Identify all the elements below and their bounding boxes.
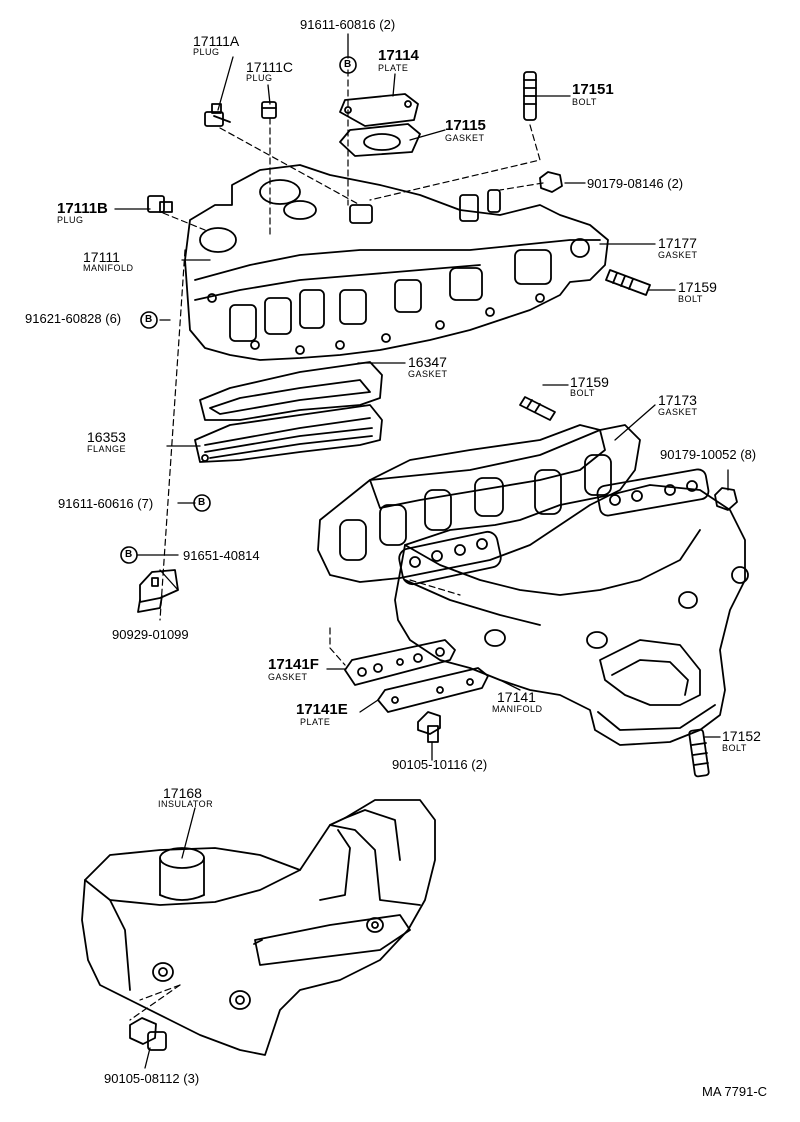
b-marker-91611-60616: B (198, 497, 206, 508)
label-17168-name: INSULATOR (158, 799, 214, 809)
exhaust-manifold-17141 (369, 424, 749, 746)
label-90929-01099: 90929-01099 (112, 627, 189, 642)
label-91611-60616: 91611-60616 (7) (58, 496, 154, 511)
label-90179-10052: 90179-10052 (8) (660, 447, 757, 462)
flange-16353 (194, 404, 383, 463)
label-17159-lower-number: 17159 (570, 374, 609, 390)
plate-17114 (339, 93, 419, 127)
label-17151-name: BOLT (572, 97, 597, 107)
label-17111-number: 17111 (83, 249, 120, 265)
label-17173-number: 17173 (658, 392, 697, 408)
bolt-17159-upper (605, 269, 651, 296)
diagram-ref-code: MA 7791-C (702, 1084, 768, 1099)
label-17177-name: GASKET (658, 250, 698, 260)
label-17168-number: 17168 (163, 785, 202, 801)
gasket-17115 (339, 123, 421, 157)
label-17159-lower-name: BOLT (570, 388, 595, 398)
b-marker-91611-60816: B (344, 59, 352, 70)
b-marker-91621: B (145, 314, 153, 325)
label-91651-40814: 91651-40814 (183, 548, 260, 563)
label-17115-number: 17115 (445, 117, 486, 134)
label-17141F-number: 17141F (268, 656, 319, 673)
bolt-17152 (688, 728, 710, 778)
label-17141F-name: GASKET (268, 672, 308, 682)
plug-17111B (147, 195, 173, 213)
label-17159-upper-number: 17159 (678, 279, 717, 295)
b-marker-circles (120, 56, 357, 564)
label-90179-08146: 90179-08146 (2) (587, 176, 684, 191)
label-17111C-number: 17111C (246, 59, 293, 75)
clip-90929-01099 (137, 569, 179, 613)
b-marker-91651: B (125, 549, 133, 560)
gasket-16347 (199, 361, 383, 421)
label-17111B-name: PLUG (57, 215, 84, 225)
bolt-90105-10116 (417, 711, 441, 743)
label-17141E-number: 17141E (296, 701, 348, 718)
label-17111-name: MANIFOLD (83, 263, 134, 273)
label-16353-number: 16353 (87, 429, 126, 445)
label-16347-name: GASKET (408, 369, 448, 379)
label-17177-number: 17177 (658, 235, 697, 251)
bolt-17151 (523, 71, 537, 121)
label-17173-name: GASKET (658, 407, 698, 417)
label-17111A-number: 17111A (193, 33, 240, 49)
upper-manifold-17111 (184, 164, 609, 361)
label-17151-number: 17151 (572, 81, 614, 98)
label-16353-name: FLANGE (87, 444, 127, 454)
label-91611-60816: 91611-60816 (2) (300, 17, 396, 32)
label-17141-number: 17141 (497, 689, 536, 705)
label-16347-number: 16347 (408, 354, 447, 370)
label-17141E-name: PLATE (300, 717, 331, 727)
nut-90179-08146 (539, 171, 563, 193)
bolt-90105-08112 (129, 1017, 167, 1051)
label-91621-60828: 91621-60828 (6) (25, 311, 122, 326)
bolt-17159-lower (519, 396, 556, 421)
label-17114-number: 17114 (378, 47, 419, 64)
plate-17141E (377, 667, 489, 713)
plug-17111A (204, 103, 231, 127)
label-17152-number: 17152 (722, 728, 761, 744)
label-17115-name: GASKET (445, 133, 485, 143)
label-17111C-name: PLUG (246, 73, 273, 83)
gasket-17141F (344, 639, 456, 686)
nut-90179-10052 (714, 487, 738, 511)
label-17159-upper-name: BOLT (678, 294, 703, 304)
label-17152-name: BOLT (722, 743, 747, 753)
label-17111A-name: PLUG (193, 47, 220, 57)
label-90105-08112: 90105-08112 (3) (104, 1071, 200, 1086)
insulator-17168 (81, 799, 436, 1056)
label-17111B-number: 17111B (57, 200, 108, 217)
label-17114-name: PLATE (378, 63, 409, 73)
gasket-17173 (317, 424, 641, 583)
label-17141-name: MANIFOLD (492, 704, 543, 714)
plug-17111C (261, 101, 277, 119)
label-90105-10116: 90105-10116 (2) (392, 757, 488, 772)
